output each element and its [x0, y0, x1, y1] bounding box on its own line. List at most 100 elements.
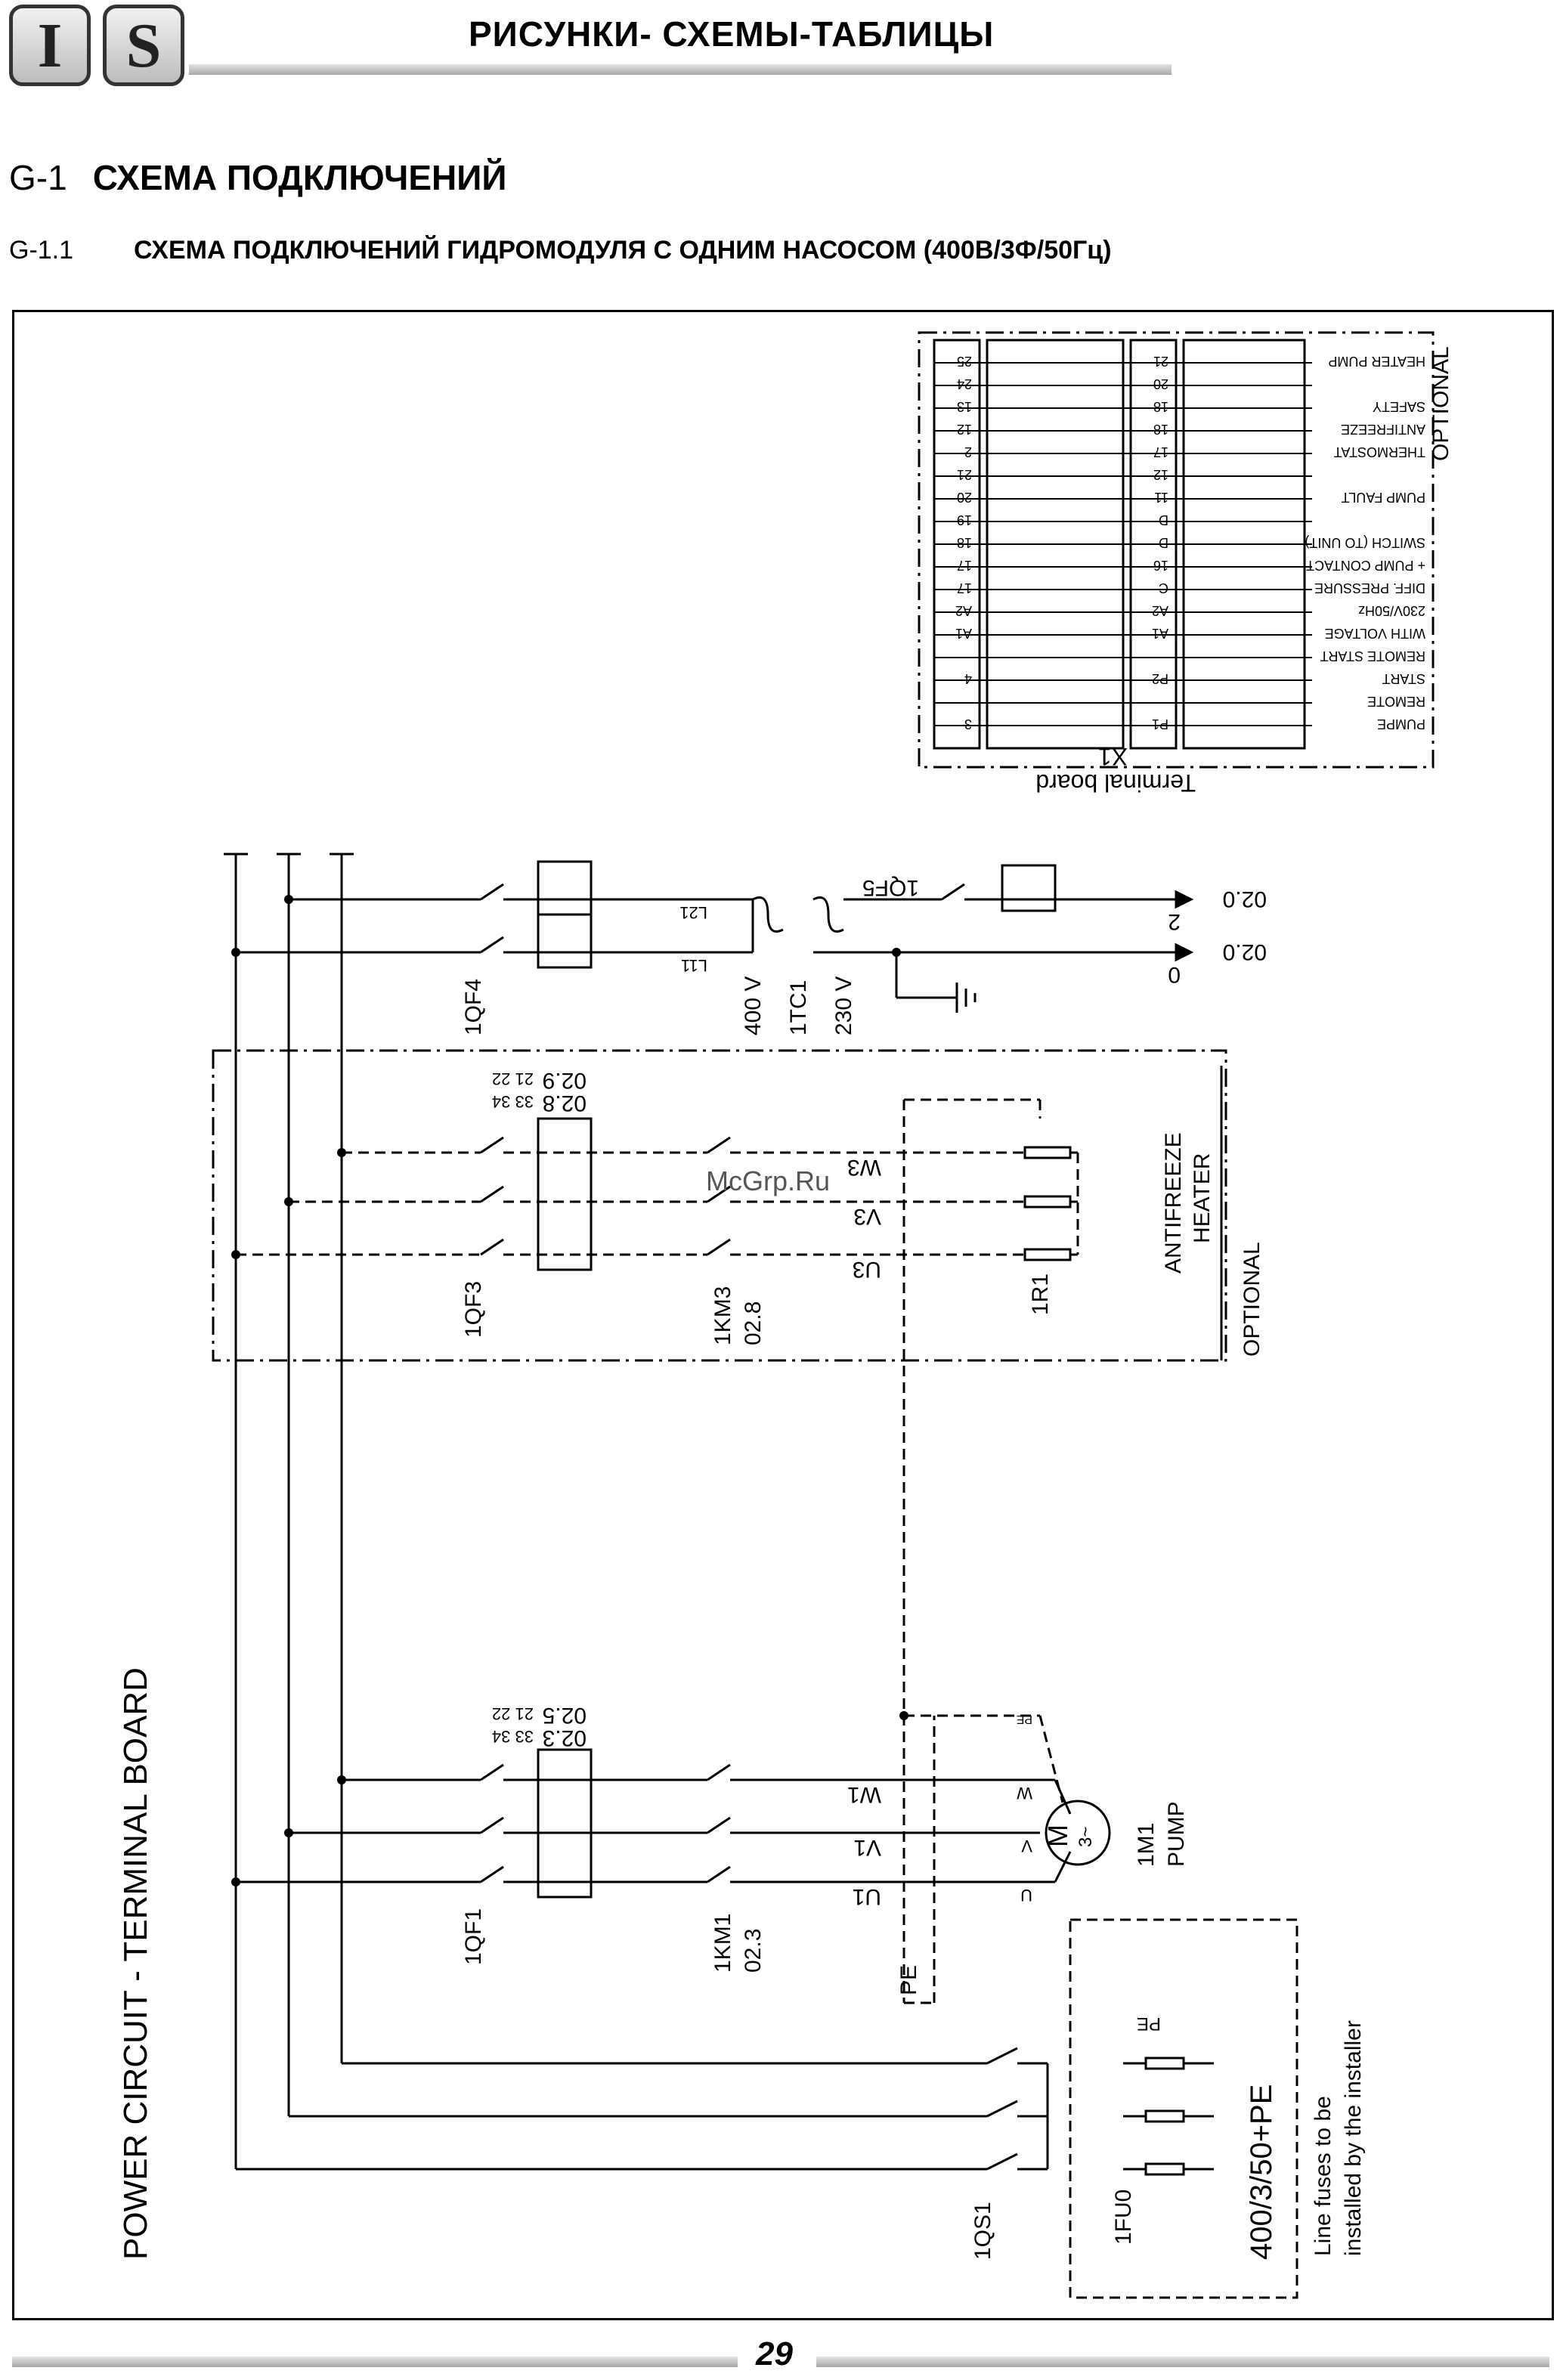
terminal-function-label: PUMPE — [1377, 716, 1425, 732]
terminal-mid-number: 12 — [1153, 467, 1168, 482]
terminal-left-number: 18 — [957, 535, 972, 550]
terminal-function-label: HEATER PUMP — [1328, 354, 1425, 369]
pump-pe: PE — [896, 1965, 921, 1995]
motor-symbol: M — [1042, 1824, 1073, 1847]
terminal-left-number: 24 — [957, 376, 972, 392]
terminal-function-label: SWITCH (TO UNIT) — [1305, 535, 1425, 550]
terminal-function-label: + PUMP CONTACT — [1306, 558, 1425, 573]
terminal-function-label: PUMP FAULT — [1342, 490, 1425, 505]
node-2: 2 — [1168, 909, 1181, 934]
terminal-row: 18 D SWITCH (TO UNIT) — [934, 535, 1425, 550]
motor-name: PUMP — [1164, 1801, 1189, 1867]
header-rule — [189, 64, 1172, 75]
terminal-mid-number: 20 — [1153, 376, 1168, 392]
pump-aux-ref-1: 02.3 — [543, 1725, 587, 1750]
supply-note-1: Line fuses to be — [1311, 2096, 1336, 2256]
v-secondary: 230 V — [831, 976, 856, 1035]
heater-aux-pins-2: 21 22 — [492, 1069, 534, 1088]
terminal-left-number: 17 — [957, 580, 972, 596]
terminal-mid-number: 21 — [1153, 354, 1168, 369]
diagram-frame — [12, 310, 1554, 2320]
km1-ref: 02.3 — [741, 1929, 766, 1973]
fu0-label: 1FU0 — [1111, 2190, 1136, 2245]
motor-pin-v: V — [1021, 1837, 1032, 1855]
terminal-mid-number: 11 — [1154, 490, 1168, 505]
terminal-left-number: 25 — [957, 354, 972, 369]
supply-note-2: installed by the installer — [1341, 2020, 1366, 2256]
phase-w3: W3 — [847, 1155, 881, 1180]
terminal-left-number: A2 — [955, 603, 972, 618]
terminal-mid-number: P1 — [1152, 716, 1168, 732]
r1-label: 1R1 — [1028, 1274, 1053, 1315]
section-code: G-1 — [9, 158, 67, 197]
qf1-label: 1QF1 — [461, 1908, 486, 1965]
qf4-label: 1QF4 — [461, 979, 486, 1035]
motor-pin-u: U — [1020, 1886, 1032, 1905]
phase-u1: U1 — [853, 1884, 881, 1909]
heater-aux-ref-2: 02.9 — [543, 1068, 587, 1093]
terminal-left-number: 17 — [957, 558, 972, 573]
terminal-mid-number: C — [1159, 580, 1168, 596]
phase-v1: V1 — [853, 1835, 881, 1860]
wire-l21: L21 — [679, 903, 707, 922]
supply-spec: 400/3/50+PE — [1245, 2084, 1278, 2260]
terminal-mid-number: 17 — [1153, 444, 1168, 460]
section-heading: G-1 СХЕМА ПОДКЛЮЧЕНИЙ — [9, 157, 506, 198]
terminal-mid-number: A2 — [1152, 603, 1168, 618]
page-number: 29 — [756, 2335, 793, 2372]
logo-s: S — [103, 5, 184, 86]
terminal-function-label: SAFETY — [1373, 399, 1425, 414]
terminal-function-label: REMOTE START — [1320, 648, 1425, 664]
motor-sub: 3~ — [1076, 1827, 1096, 1847]
km1-label: 1KM1 — [710, 1914, 735, 1973]
terminal-mid-number: D — [1159, 535, 1168, 550]
tb-caption-2: X1 — [1098, 743, 1128, 770]
pump-aux-pins-2: 21 22 — [492, 1704, 534, 1723]
heater-aux-ref-1: 02.8 — [543, 1091, 587, 1116]
section-title: СХЕМА ПОДКЛЮЧЕНИЙ — [92, 158, 507, 197]
terminal-function-label: 230V/50Hz — [1358, 603, 1425, 618]
terminal-row: REMOTE START — [934, 648, 1425, 664]
km3-label: 1KM3 — [710, 1286, 735, 1345]
page-title: РИСУНКИ- СХЕМЫ-ТАБЛИЦЫ — [469, 14, 995, 54]
terminal-function-label: ANTIFREEZE — [1341, 422, 1425, 437]
terminal-left-number: 21 — [957, 467, 972, 482]
terminal-function-label: WITH VOLTAGE — [1325, 626, 1425, 641]
pump-aux-ref-2: 02.5 — [543, 1703, 587, 1728]
terminal-mid-number: 18 — [1153, 399, 1168, 414]
phase-u3: U3 — [853, 1257, 881, 1282]
terminal-row: 21 12 — [934, 467, 1312, 482]
terminal-row: REMOTE — [934, 694, 1425, 709]
terminal-row: 24 20 — [934, 376, 1312, 392]
terminal-function-label: DIFF. PRESSURE — [1314, 580, 1425, 596]
heater-name-1: ANTIFREEZE — [1161, 1132, 1186, 1274]
terminal-function-label: REMOTE — [1367, 694, 1425, 709]
motor-label: 1M1 — [1134, 1823, 1159, 1867]
terminal-left-number: 3 — [964, 716, 972, 732]
terminal-row: A2 A2 230V/50Hz — [934, 603, 1425, 618]
heater-optional: OPTIONAL — [1240, 1242, 1264, 1357]
tc1-label: 1TC1 — [786, 980, 811, 1035]
terminal-mid-number: A1 — [1152, 626, 1168, 641]
terminal-left-number: 20 — [957, 490, 972, 505]
heater-name-2: HEATER — [1190, 1153, 1215, 1243]
terminal-mid-number: P2 — [1152, 671, 1168, 686]
pump-pe-small: PE — [1017, 1713, 1032, 1725]
node-0: 0 — [1168, 962, 1181, 987]
qf3-label: 1QF3 — [461, 1281, 486, 1338]
phase-w1: W1 — [847, 1782, 881, 1807]
footer-rule-left — [12, 2357, 738, 2367]
pump-aux-pins-1: 33 34 — [492, 1727, 534, 1746]
terminal-row: 13 18 SAFETY — [934, 399, 1425, 414]
terminal-left-number: 13 — [957, 399, 972, 414]
km3-ref: 02.8 — [741, 1301, 766, 1345]
motor-pin-w: W — [1017, 1784, 1032, 1803]
phase-v3: V3 — [853, 1204, 881, 1229]
terminal-left-number: 19 — [957, 512, 972, 528]
terminal-row: 20 11 PUMP FAULT — [934, 490, 1425, 505]
v-primary: 400 V — [741, 976, 766, 1035]
